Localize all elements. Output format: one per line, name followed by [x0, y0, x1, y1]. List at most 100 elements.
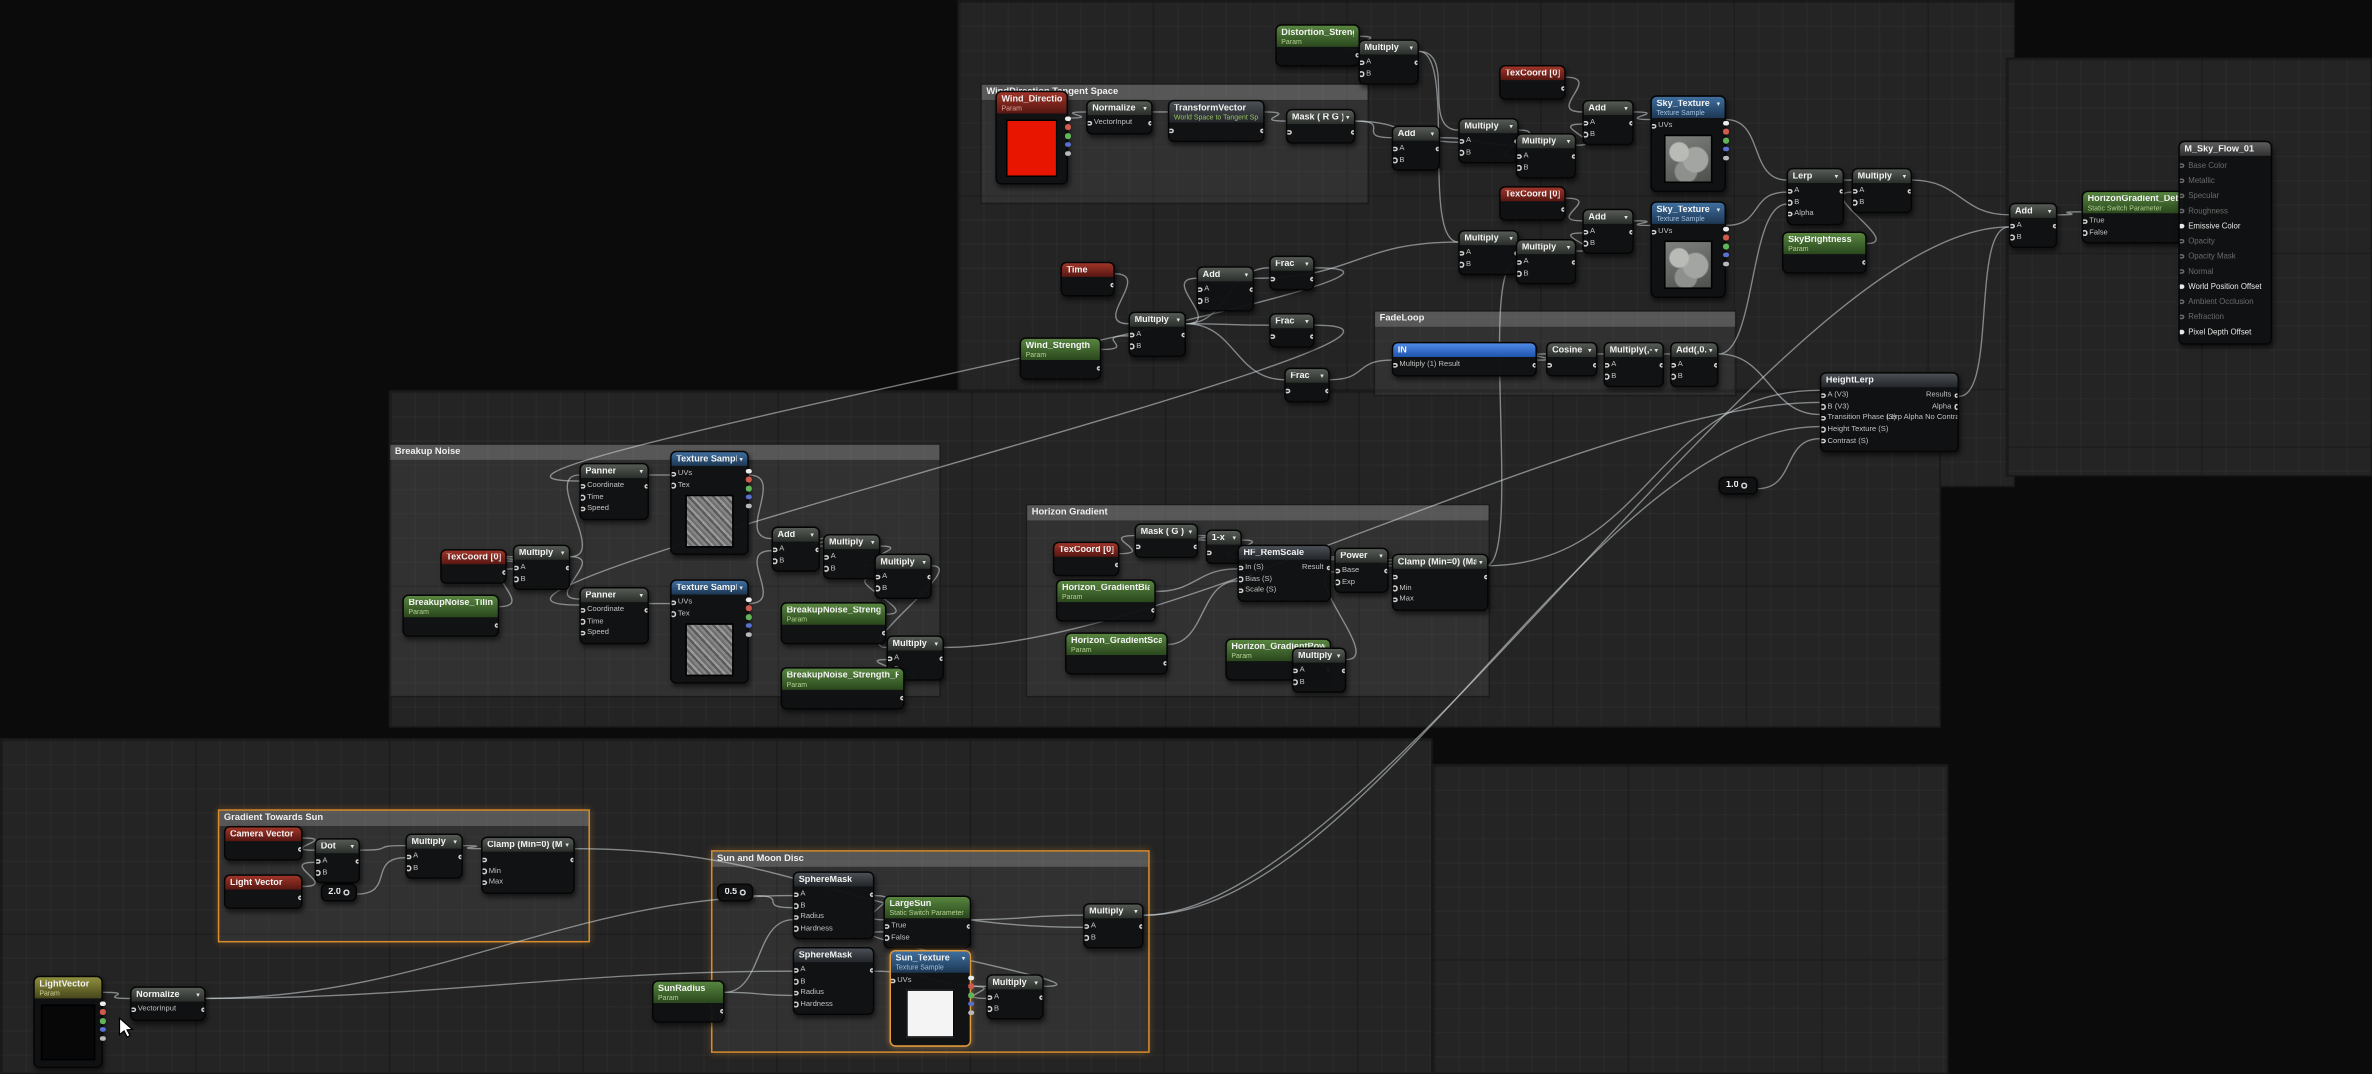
input-pin[interactable]	[671, 611, 676, 617]
collapse-caret-icon[interactable]: ▾	[1716, 99, 1720, 107]
collapse-caret-icon[interactable]: ▾	[350, 841, 354, 850]
collapse-caret-icon[interactable]: ▾	[1624, 103, 1628, 112]
input-pin[interactable]	[1238, 565, 1243, 571]
node-one_minus[interactable]: 1-x▾	[1205, 529, 1242, 564]
node-const_half[interactable]: 0.5	[717, 883, 754, 902]
output-pin[interactable]	[643, 607, 648, 613]
collapse-caret-icon[interactable]: ▾	[1143, 103, 1147, 112]
output-pin[interactable]	[719, 1008, 724, 1014]
output-pin[interactable]	[1354, 52, 1359, 58]
output-pin[interactable]	[1180, 332, 1185, 338]
input-pin[interactable]	[1293, 679, 1298, 685]
collapse-caret-icon[interactable]: ▾	[196, 990, 200, 998]
input-pin[interactable]	[316, 858, 320, 864]
output-pin[interactable]	[99, 1026, 106, 1033]
node-time[interactable]: Time	[1060, 261, 1115, 296]
output-pin[interactable]	[2052, 223, 2056, 229]
collapse-caret-icon[interactable]: ▾	[639, 590, 643, 599]
output-pin[interactable]	[1309, 276, 1314, 282]
input-pin[interactable]	[1821, 438, 1826, 444]
output-pin[interactable]	[1341, 667, 1345, 674]
output-pin[interactable]	[1248, 286, 1253, 293]
collapse-caret-icon[interactable]: ▾	[922, 557, 926, 566]
output-pin[interactable]	[1162, 660, 1167, 666]
collapse-caret-icon[interactable]: ▾	[1409, 43, 1413, 51]
input-pin[interactable]	[1287, 129, 1292, 135]
output-pin[interactable]	[1723, 137, 1729, 144]
output-pin[interactable]	[1723, 146, 1729, 152]
output-pin[interactable]	[1723, 243, 1729, 250]
input-pin[interactable]	[1130, 343, 1134, 349]
node-light_vector[interactable]: Light Vector	[223, 874, 303, 909]
input-pin[interactable]	[1130, 332, 1134, 338]
output-pin[interactable]	[1413, 59, 1418, 66]
output-pin[interactable]	[968, 974, 974, 981]
input-pin[interactable]	[1084, 923, 1089, 929]
input-pin[interactable]	[794, 903, 798, 909]
collapse-caret-icon[interactable]: ▾	[1345, 112, 1350, 121]
output-pin[interactable]	[968, 992, 974, 998]
input-pin[interactable]	[671, 471, 676, 477]
input-pin[interactable]	[2083, 218, 2087, 225]
input-pin[interactable]	[580, 618, 585, 625]
output-pin[interactable]	[1114, 561, 1118, 568]
node-normalize_light[interactable]: Normalize▾VectorInput	[130, 986, 206, 1021]
input-pin[interactable]	[316, 869, 320, 876]
input-pin[interactable]	[1583, 240, 1588, 247]
collapse-caret-icon[interactable]: ▾	[1176, 315, 1180, 323]
collapse-caret-icon[interactable]: ▾	[1587, 345, 1592, 354]
output-pin[interactable]	[1325, 565, 1330, 571]
output-pin[interactable]	[1628, 120, 1633, 126]
output-pin[interactable]	[1741, 482, 1748, 489]
output-pin[interactable]	[1723, 120, 1729, 126]
input-pin[interactable]	[1198, 286, 1202, 293]
collapse-caret-icon[interactable]: ▾	[1305, 316, 1309, 325]
collapse-caret-icon[interactable]: ▾	[560, 548, 565, 556]
collapse-caret-icon[interactable]: ▾	[453, 837, 457, 845]
output-pin[interactable]	[1064, 150, 1071, 157]
collapse-caret-icon[interactable]: ▾	[1320, 371, 1324, 379]
input-pin[interactable]	[2179, 223, 2185, 229]
input-pin[interactable]	[884, 923, 889, 929]
output-pin[interactable]	[745, 476, 752, 483]
output-pin[interactable]	[493, 622, 498, 628]
node-const_two[interactable]: 2.0	[320, 883, 358, 902]
output-pin[interactable]	[1147, 120, 1152, 126]
output-pin[interactable]	[1483, 574, 1488, 580]
input-pin[interactable]	[1207, 549, 1211, 556]
input-pin[interactable]	[1359, 59, 1364, 66]
input-pin[interactable]	[1821, 392, 1826, 398]
input-pin[interactable]	[406, 865, 411, 871]
output-pin[interactable]	[354, 858, 359, 864]
input-pin[interactable]	[2179, 329, 2185, 335]
input-pin[interactable]	[1238, 587, 1243, 594]
node-frac_3[interactable]: Frac▾	[1284, 367, 1330, 402]
input-pin[interactable]	[887, 655, 892, 662]
input-pin[interactable]	[2179, 178, 2185, 184]
output-pin[interactable]	[1064, 141, 1071, 148]
input-pin[interactable]	[1084, 935, 1089, 941]
input-pin[interactable]	[1547, 362, 1552, 368]
input-pin[interactable]	[1335, 579, 1340, 585]
node-mask_g[interactable]: Mask ( G )▾	[1134, 523, 1199, 558]
output-pin[interactable]	[1723, 129, 1729, 135]
output-pin[interactable]	[745, 623, 752, 629]
output-pin[interactable]	[1038, 994, 1043, 1001]
input-pin[interactable]	[1393, 574, 1398, 580]
input-pin[interactable]	[2083, 230, 2087, 236]
output-pin[interactable]	[1723, 155, 1729, 161]
output-pin[interactable]	[1513, 250, 1518, 256]
